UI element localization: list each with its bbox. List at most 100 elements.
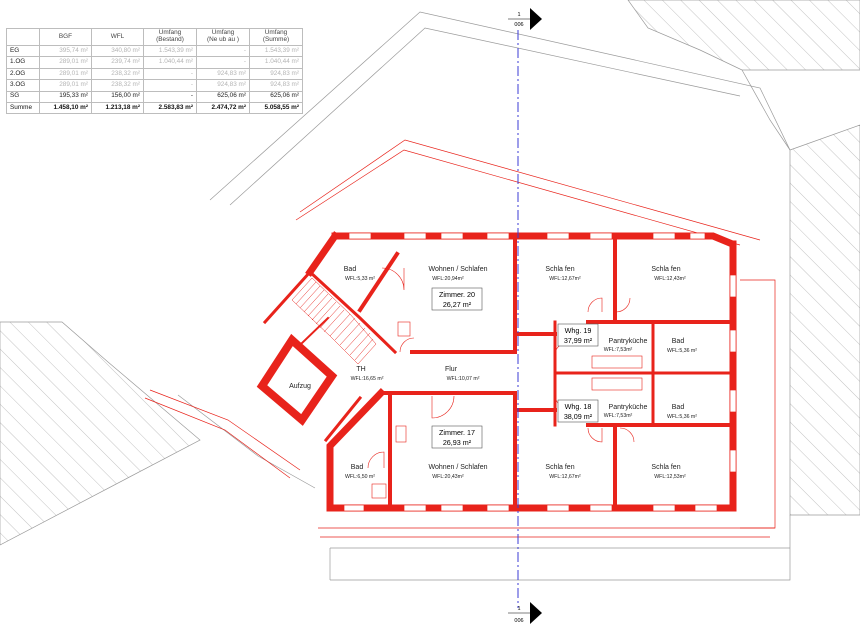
cell-bestand: 1.543,39 m² — [143, 44, 197, 58]
room-name-bad-e-n: Bad — [672, 338, 685, 345]
wall-northwest — [305, 231, 340, 277]
unit-box-zimmer17 — [431, 425, 483, 449]
door-swing — [587, 427, 603, 443]
unit-box-zimmer20 — [431, 287, 483, 311]
area-table: BGF WFL Umfang(Bestand) Umfang(Ne ub au … — [6, 28, 303, 115]
room-name-schlafen-s2: Schla fen — [651, 464, 680, 471]
section-marker-top-number: 1 — [517, 12, 520, 18]
wall-stair-north — [307, 269, 398, 355]
shower-sw — [371, 483, 387, 499]
context-left-line — [177, 394, 316, 489]
kitchen-counter-n — [591, 355, 643, 369]
staircase — [291, 277, 377, 365]
window — [729, 449, 737, 473]
sink-nw — [397, 321, 411, 337]
room-area-pantry-s: WFL:7,53m² — [604, 413, 633, 419]
site-boundary-upper — [209, 11, 791, 201]
door-swing — [367, 451, 385, 469]
window — [694, 504, 718, 512]
door-swing — [399, 337, 415, 353]
section-arrow-top-icon — [530, 8, 542, 30]
window — [546, 504, 570, 512]
table-row: 3.OG 289,01 m² 238,32 m² - 924,83 m² 924… — [6, 79, 303, 92]
hatch-area-left — [0, 321, 201, 546]
room-name-schlafen-n1: Schla fen — [545, 266, 574, 273]
room-area-schlafen-n2: WFL:12,43m² — [654, 276, 686, 282]
unit-title-zimmer20: Zimmer. 20 — [439, 290, 475, 299]
window — [589, 232, 613, 240]
room-area-flur: WFL:10,07 m² — [447, 376, 480, 382]
site-boundary-lower — [330, 515, 791, 581]
door-swing — [615, 297, 631, 313]
wall-stair-west — [262, 269, 313, 325]
wall-aufzug — [256, 333, 338, 426]
room-area-bad-e-s: WFL:5,36 m² — [667, 414, 697, 420]
row-label: EG — [6, 44, 40, 58]
room-name-wohnen-s: Wohnen / Schlafen — [428, 464, 487, 471]
window — [348, 232, 372, 240]
cell-summe: 1.543,39 m² — [249, 44, 303, 58]
unit-area-zimmer17: 26,93 m² — [443, 438, 472, 447]
section-marker-bottom-sheet: 006 — [514, 618, 523, 624]
room-name-flur: Flur — [445, 366, 458, 373]
wall-bad-nw — [357, 251, 400, 313]
window — [486, 232, 510, 240]
section-arrow-bottom-icon — [530, 602, 542, 624]
window — [652, 232, 676, 240]
cell-bestand: 2.583,83 m² — [143, 101, 197, 115]
hatch-area-right — [789, 124, 860, 516]
wall-stair-south — [298, 316, 330, 347]
room-area-bad-nw: WFL:5,33 m² — [345, 276, 375, 282]
room-name-bad-nw: Bad — [344, 266, 357, 273]
unit-title-whg18: Whg. 18 — [565, 402, 592, 411]
room-name-schlafen-s1: Schla fen — [545, 464, 574, 471]
room-name-bad-e-s: Bad — [672, 404, 685, 411]
terrace-outline-left — [149, 389, 301, 471]
room-area-schlafen-s1: WFL:12,67m² — [549, 474, 581, 480]
roof-outline-upper-2 — [295, 149, 741, 246]
row-label: Summe — [6, 101, 40, 115]
stair-flight-2 — [329, 313, 377, 365]
room-labels: Bad WFL:5,33 m² Wohnen / Schlafen WFL:20… — [289, 266, 697, 480]
neighbor-hatch-areas — [0, 0, 860, 546]
cell-wfl: 1.213,18 m² — [91, 101, 144, 115]
room-area-th: WFL:16,65 m² — [351, 376, 384, 382]
window — [729, 329, 737, 353]
unit-area-whg18: 38,09 m² — [564, 412, 593, 421]
table-row-summe: Summe 1.458,10 m² 1.213,18 m² 2.583,83 m… — [6, 101, 303, 115]
room-name-th: TH — [356, 366, 365, 373]
window — [486, 504, 510, 512]
room-area-schlafen-s2: WFL:12,53m² — [654, 474, 686, 480]
door-swing — [381, 267, 405, 291]
window — [546, 232, 570, 240]
window — [729, 274, 737, 298]
outline-right — [740, 279, 776, 529]
sink-sw — [395, 425, 407, 443]
window — [343, 504, 365, 512]
window — [689, 232, 706, 240]
room-area-bad-e-n: WFL:5,36 m² — [667, 348, 697, 354]
window — [403, 504, 427, 512]
room-area-wohnen-n: WFL:20,94m² — [432, 276, 464, 282]
cell-summe: 5.058,55 m² — [249, 101, 303, 115]
room-name-schlafen-n2: Schla fen — [651, 266, 680, 273]
section-marker-bottom-number: 1 — [517, 606, 520, 612]
section-axis: 1 006 1 006 — [508, 8, 542, 624]
wall-th-south — [323, 395, 363, 443]
unit-title-zimmer17: Zimmer. 17 — [439, 428, 475, 437]
table-row: EG 395,74 m² 340,80 m² 1.543,39 m² - 1.5… — [6, 44, 303, 58]
table-row: SG 195,33 m² 156,00 m² - 625,06 m² 625,0… — [6, 90, 303, 103]
door-swing — [431, 395, 455, 419]
window — [403, 232, 427, 240]
stair-steps — [295, 281, 345, 333]
table-row: 1.OG 289,01 m² 239,74 m² 1.040,44 m² - 1… — [6, 56, 303, 69]
room-name-bad-sw: Bad — [351, 464, 364, 471]
room-area-pantry-n: WFL:7,53m² — [604, 347, 633, 353]
terrace-outline-left-2 — [144, 397, 291, 479]
hatch-area-top-right — [627, 0, 860, 71]
unit-box-whg18 — [557, 399, 599, 423]
window — [652, 504, 676, 512]
room-area-wohnen-s: WFL:20,43m² — [432, 474, 464, 480]
section-marker-top-sheet: 006 — [514, 22, 523, 28]
